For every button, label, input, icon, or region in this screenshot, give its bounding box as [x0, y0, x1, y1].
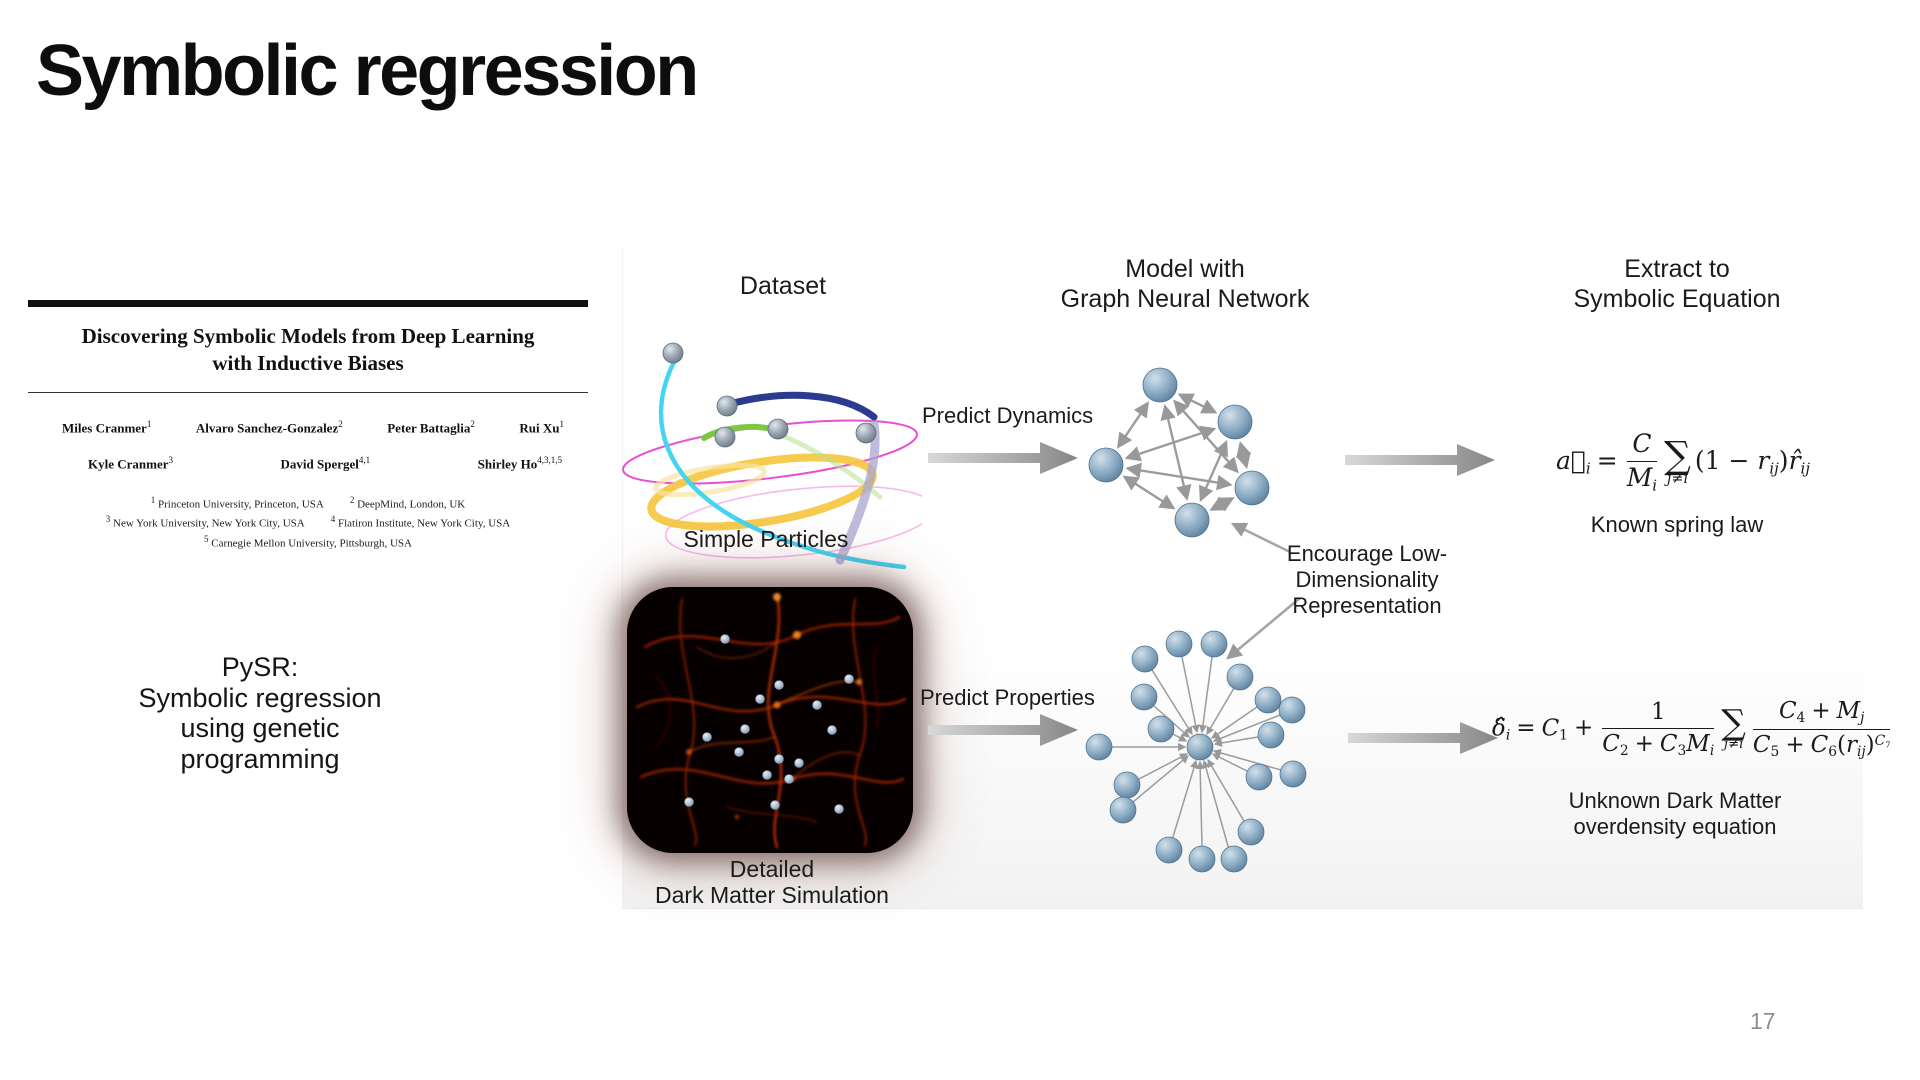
- arrow-right-icon: [1348, 722, 1498, 754]
- paper-top-rule: [28, 300, 588, 307]
- affiliation-line: 3 New York University, New York City, US…: [105, 514, 511, 531]
- column-header-model: Model with Graph Neural Network: [1060, 255, 1310, 313]
- label-predict-properties: Predict Properties: [920, 685, 1095, 710]
- dark-matter-simulation-image: [627, 587, 913, 853]
- label-encourage-low-dimensionality: Encourage Low-Dimensionality Representat…: [1286, 541, 1448, 618]
- author: Alvaro Sanchez-Gonzalez2: [195, 418, 343, 435]
- paper-thumbnail: Discovering Symbolic Models from Deep Le…: [28, 300, 588, 552]
- caption-known-spring-law: Known spring law: [1590, 512, 1764, 537]
- paper-divider: [28, 391, 588, 393]
- label-simple-particles: Simple Particles: [683, 526, 849, 552]
- paper-title: Discovering Symbolic Models from Deep Le…: [81, 324, 535, 376]
- gnn-star-graph: [1085, 630, 1307, 873]
- page-number: 17: [1750, 1008, 1776, 1034]
- encourage-pointer-arrows: [1226, 522, 1301, 660]
- dark-matter-art: [627, 587, 913, 853]
- column-header-dataset: Dataset: [739, 272, 827, 300]
- paper-authors-row2: Kyle Cranmer3 David Spergel4,1 Shirley H…: [28, 455, 588, 472]
- author: Kyle Cranmer3: [88, 454, 174, 472]
- arrow-right-icon: [928, 442, 1078, 474]
- column-header-extract: Extract to Symbolic Equation: [1573, 255, 1781, 313]
- arrow-right-icon: [928, 714, 1078, 746]
- caption-dark-matter-equation: Unknown Dark Matter overdensity equation: [1568, 788, 1782, 839]
- page-title: Symbolic regression: [36, 31, 699, 111]
- author: David Spergel4,1: [280, 454, 371, 472]
- particle-trajectories-illustration: [622, 342, 922, 570]
- affiliation-line: 5 Carnegie Mellon University, Pittsburgh…: [204, 533, 412, 550]
- author: Rui Xu1: [519, 418, 564, 435]
- author: Miles Cranmer1: [62, 418, 152, 435]
- label-predict-dynamics: Predict Dynamics: [922, 403, 1094, 428]
- summation: ∑j≠i: [1664, 433, 1691, 487]
- author: Peter Battaglia2: [387, 418, 475, 435]
- gnn-complete-graph: [1088, 367, 1270, 538]
- pysr-note: PySR: Symbolic regression using genetic …: [138, 652, 382, 774]
- summation: ∑j≠i: [1721, 703, 1746, 753]
- arrow-right-icon: [1345, 444, 1495, 476]
- label-dark-matter-simulation: Detailed Dark Matter Simulation: [655, 856, 889, 908]
- paper-authors-row1: Miles Cranmer1 Alvaro Sanchez-Gonzalez2 …: [28, 419, 588, 436]
- author: Shirley Ho4,3,1,5: [477, 454, 562, 472]
